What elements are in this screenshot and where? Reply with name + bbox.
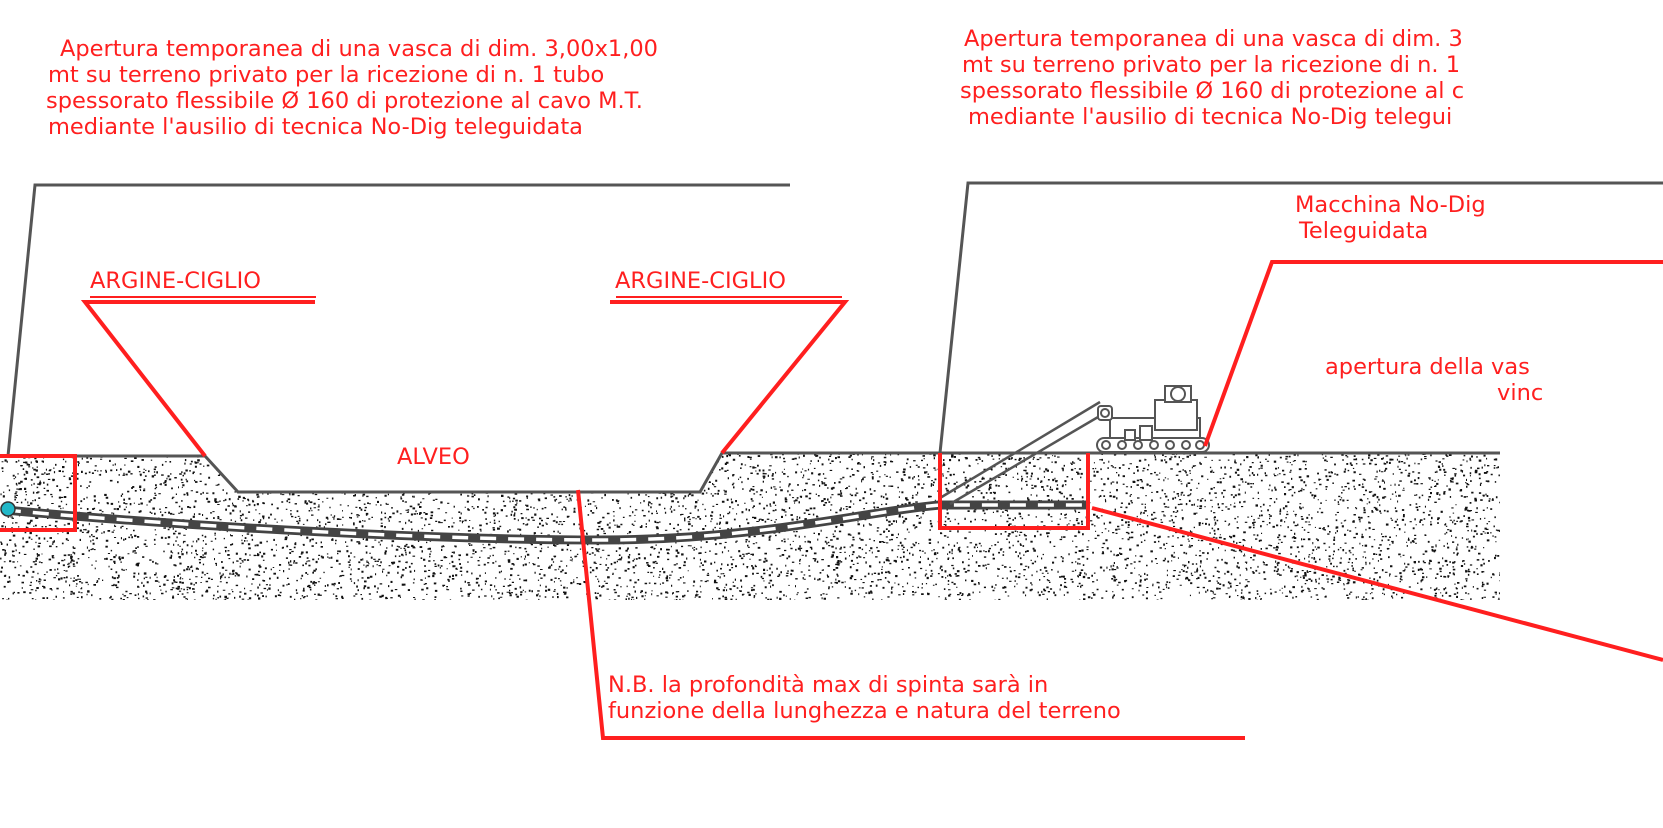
left-note-line-2: mt su terreno privato per la ricezione d… [48,62,605,88]
soil-texture [0,453,1500,600]
vasca-note-line-2: vinc [1497,380,1544,406]
right-note-line-2: mt su terreno privato per la ricezione d… [962,52,1461,78]
left-note: Apertura temporanea di una vasca di dim.… [40,36,658,140]
left-note-line-3: spessorato flessibile Ø 160 di protezion… [46,88,643,114]
left-note-line-1: Apertura temporanea di una vasca di dim.… [60,36,658,62]
argine-left-leader [80,300,315,458]
terrain-outline [6,181,1663,494]
nb-note-line-2: funzione della lunghezza e natura del te… [608,698,1121,724]
pipe-dashes [4,503,1088,542]
left-bank-profile [6,183,940,494]
no-dig-machine-icon [1096,385,1210,453]
machine-label-line-1: Macchina No-Dig [1295,192,1486,218]
vasca-note-line-1: apertura della vas [1325,354,1530,380]
machine-leader [1203,260,1663,447]
argine-right-leader [610,300,850,455]
right-note-line-3: spessorato flessibile Ø 160 di protezion… [960,78,1465,104]
right-note-line-1: Apertura temporanea di una vasca di dim.… [964,26,1463,52]
right-note-line-4: mediante l'ausilio di tecnica No-Dig tel… [968,104,1453,130]
drill-rod [939,400,1111,506]
argine-right-label: ARGINE-CIGLIO [615,268,786,294]
machine-label-line-2: Teleguidata [1299,218,1429,244]
nb-note: N.B. la profondità max di spinta sarà in… [608,672,1121,724]
alveo-label: ALVEO [397,444,470,470]
right-bank-profile [938,181,1663,455]
left-pit-box [0,454,77,532]
pipe-under-riverbed [0,500,1088,545]
annotation-leaders [0,260,1663,740]
left-note-line-4: mediante l'ausilio di tecnica No-Dig tel… [48,114,583,140]
pit-detail-leader [1091,506,1663,662]
argine-left-label: ARGINE-CIGLIO [90,268,261,294]
right-note: Apertura temporanea di una vasca di dim.… [960,26,1464,130]
nb-leader [576,489,1245,740]
pipe-head-icon [0,501,16,517]
vasca-note: apertura della vas vinc [1325,354,1543,406]
soil-speckle [0,453,1500,600]
machine-label: Macchina No-Dig Teleguidata [1295,192,1486,244]
right-pit-box [938,453,1090,530]
nb-note-line-1: N.B. la profondità max di spinta sarà in [608,672,1049,698]
